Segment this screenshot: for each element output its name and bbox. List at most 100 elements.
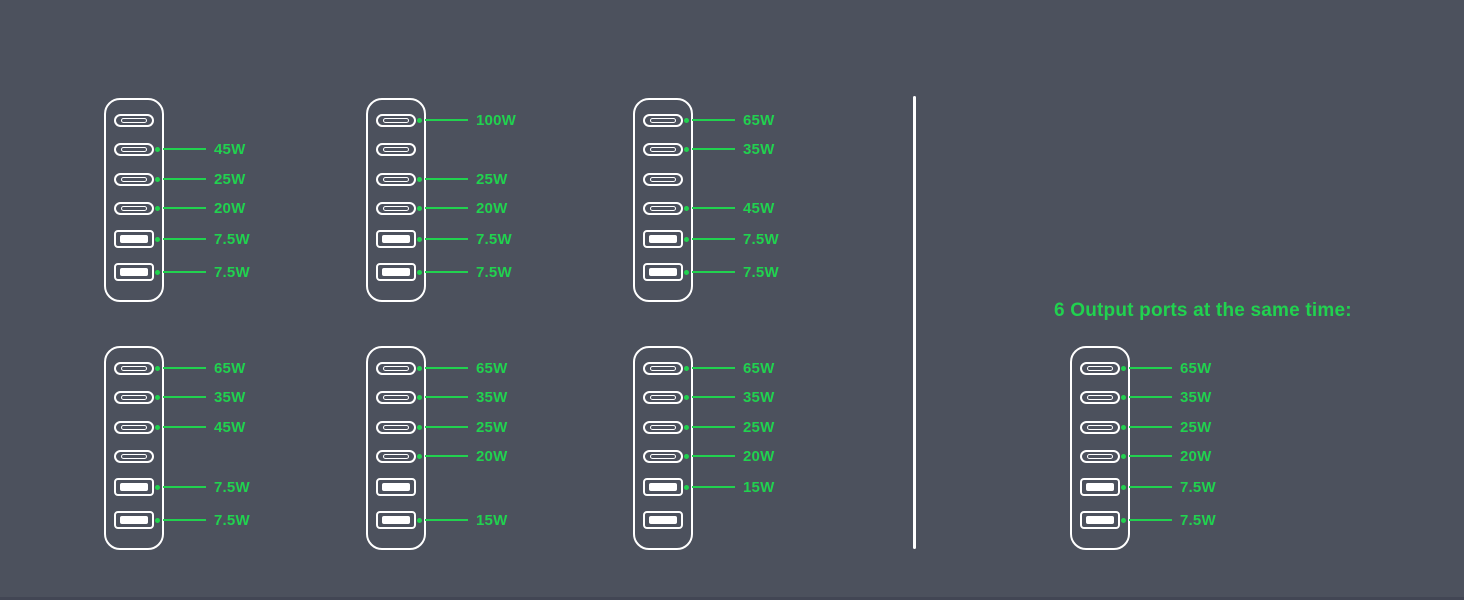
usb-c-port-icon [376,173,416,186]
usb-c-pin [383,118,409,123]
usb-c-pin [121,366,147,371]
callout-line [425,396,468,398]
port-power-label: 25W [1180,418,1212,436]
callout-dot [684,236,689,242]
usb-c-port-icon [643,450,683,463]
usb-c-port-icon [114,143,154,156]
port-power-label: 45W [214,140,246,158]
usb-c-pin [650,147,676,152]
usb-c-port-icon [643,173,683,186]
callout-dot [155,269,160,275]
usb-c-pin [383,147,409,152]
callout-dot [155,424,160,430]
callout-line [163,519,206,521]
port-power-label: 25W [476,418,508,436]
callout-dot [684,365,689,371]
usb-c-port-icon [114,450,154,463]
usb-c-pin [121,425,147,430]
charger-body-outline [104,98,164,302]
usb-c-pin [1087,454,1113,459]
port-power-label: 35W [743,140,775,158]
usb-a-pin [649,235,677,243]
usb-c-pin [650,366,676,371]
usb-c-pin [121,118,147,123]
port-power-callout: 35W [417,387,507,407]
callout-dot [155,176,160,182]
port-power-label: 7.5W [214,478,250,496]
usb-c-port-icon [1080,362,1120,375]
usb-c-port-icon [376,362,416,375]
port-power-callout: 7.5W [1121,477,1216,497]
port-power-label: 35W [743,388,775,406]
charger-diagram-top-left: 45W 25W 20W 7.5W 7.5W [104,98,250,302]
usb-a-port-icon [1080,511,1120,529]
usb-c-port-icon [376,114,416,127]
usb-c-port-icon [1080,421,1120,434]
port-power-callout: 65W [417,358,507,378]
usb-c-pin [650,118,676,123]
callout-line [163,486,206,488]
charger-body-outline [366,98,426,302]
callout-dot [684,424,689,430]
usb-c-pin [121,206,147,211]
port-power-label: 25W [214,170,246,188]
callout-line [1129,396,1172,398]
callout-dot [417,453,422,459]
usb-c-port-icon [643,143,683,156]
port-power-callout: 65W [684,358,774,378]
usb-c-port-icon [1080,391,1120,404]
callout-dot [417,117,422,123]
callout-line [163,367,206,369]
usb-a-pin [120,268,148,276]
port-power-label: 65W [743,111,775,129]
callout-dot [1121,394,1126,400]
callout-dot [155,517,160,523]
callout-line [163,148,206,150]
callout-dot [1121,484,1126,490]
usb-c-pin [383,425,409,430]
port-power-label: 15W [476,511,508,529]
usb-a-port-icon [643,511,683,529]
callout-line [163,271,206,273]
callout-line [1129,486,1172,488]
bottom-edge-strip [0,597,1464,600]
usb-a-pin [382,516,410,524]
callout-dot [684,205,689,211]
callout-dot [1121,517,1126,523]
port-power-label: 35W [1180,388,1212,406]
port-power-callout: 65W [155,358,245,378]
port-power-callout: 7.5W [417,262,512,282]
usb-c-port-icon [376,421,416,434]
usb-a-pin [1086,516,1114,524]
port-power-callout: 45W [155,139,245,159]
usb-c-pin [383,206,409,211]
usb-a-pin [382,235,410,243]
port-power-callout: 20W [417,198,507,218]
usb-a-pin [649,516,677,524]
port-power-callout: 25W [417,417,507,437]
callout-line [692,207,735,209]
charger-body-outline [633,346,693,550]
usb-a-port-icon [643,263,683,281]
charger-diagram-bottom-middle: 65W 35W 25W 20W 15W [366,346,507,550]
port-power-callout: 20W [155,198,245,218]
usb-c-pin [121,395,147,400]
usb-c-pin [121,147,147,152]
port-power-callout: 7.5W [684,229,779,249]
callout-dot [155,236,160,242]
port-power-label: 20W [214,199,246,217]
port-power-label: 65W [1180,359,1212,377]
callout-dot [155,365,160,371]
port-power-callout: 65W [684,110,774,130]
port-power-label: 7.5W [476,263,512,281]
usb-c-port-icon [114,391,154,404]
charger-body-outline [1070,346,1130,550]
charger-body-outline [366,346,426,550]
callout-dot [417,205,422,211]
port-power-callout: 25W [417,169,507,189]
port-power-label: 25W [476,170,508,188]
callout-line [163,396,206,398]
usb-c-pin [1087,395,1113,400]
port-power-callout: 15W [417,510,507,530]
callout-line [163,207,206,209]
